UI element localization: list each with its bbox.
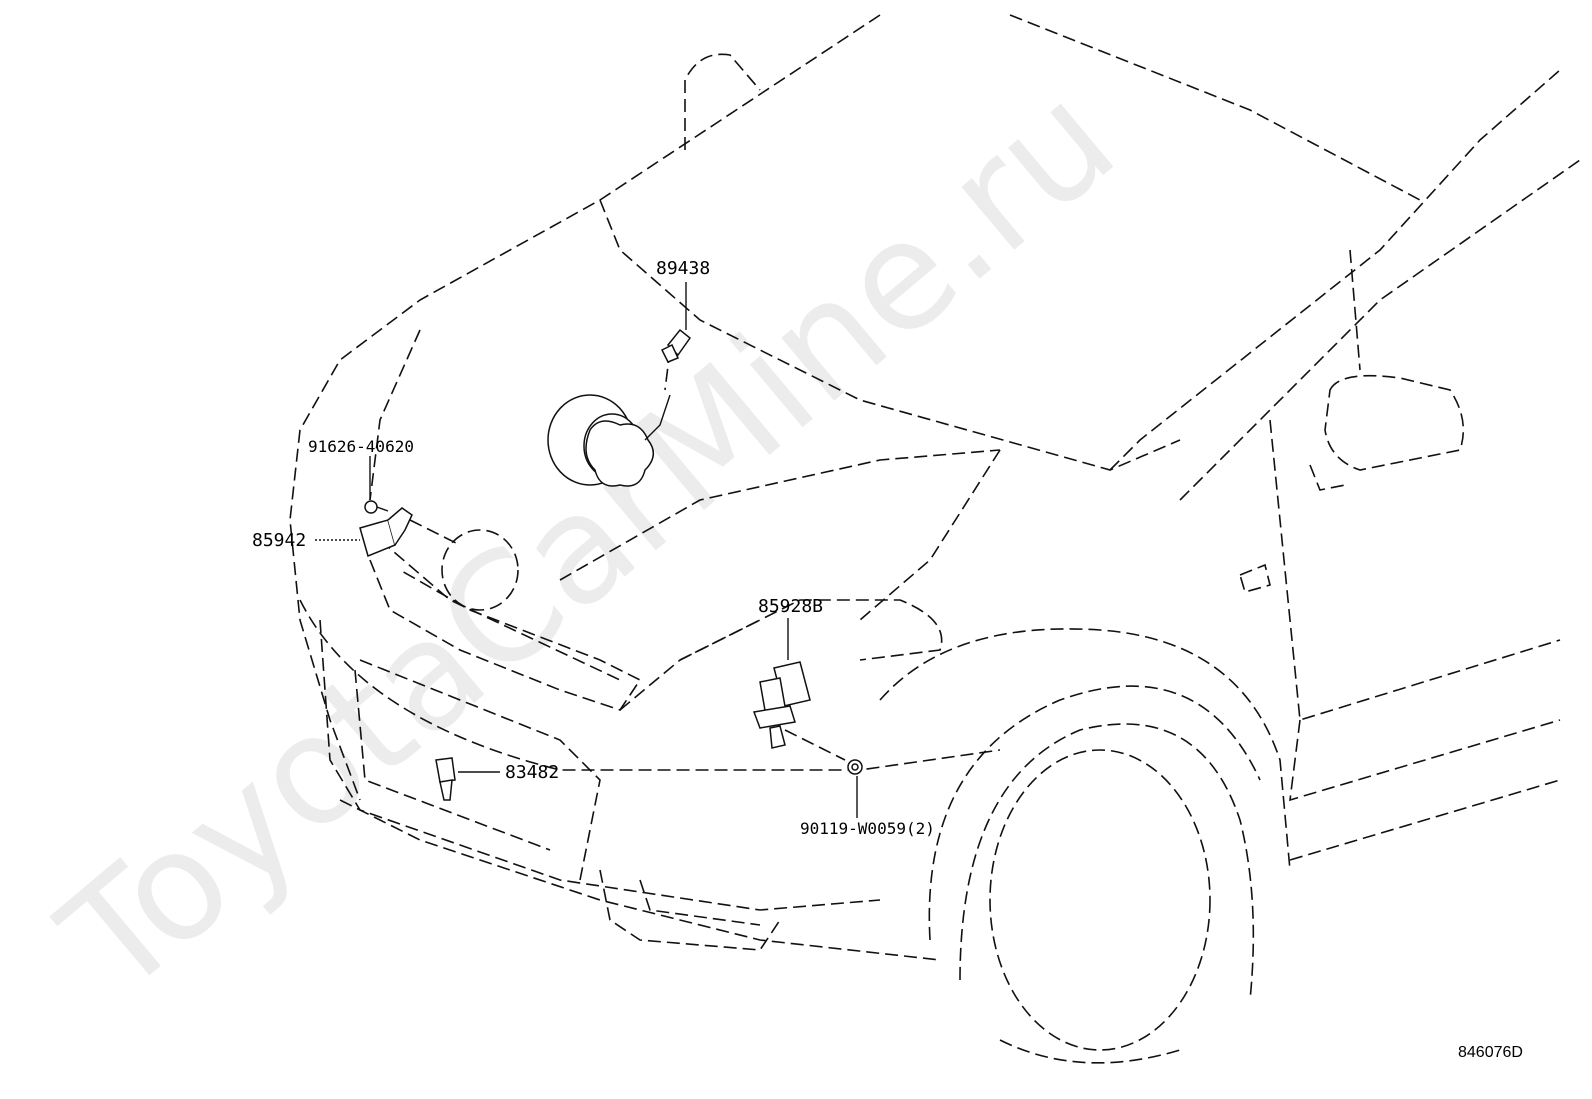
callout-85928b: 85928B: [758, 596, 823, 617]
diagram-id: 846076D: [1458, 1044, 1523, 1061]
callout-83482: 83482: [505, 762, 559, 783]
horn-assembly-icon: [547, 394, 671, 487]
callout-89438: 89438: [656, 258, 710, 279]
screw-90119-icon: [847, 759, 863, 818]
car-outline: [289, 14, 1581, 1064]
bracket-85942-icon: [315, 507, 413, 558]
bolt-91626-icon: [364, 456, 389, 514]
callout-85942: 85942: [252, 530, 306, 551]
callout-90119-w0059: 90119-W0059(2): [800, 819, 935, 838]
sensor-89438-icon: [660, 282, 692, 363]
callout-91626-40620: 91626-40620: [308, 437, 414, 456]
bracket-85928b-icon: [752, 618, 811, 749]
sensor-83482-icon: [435, 757, 500, 801]
